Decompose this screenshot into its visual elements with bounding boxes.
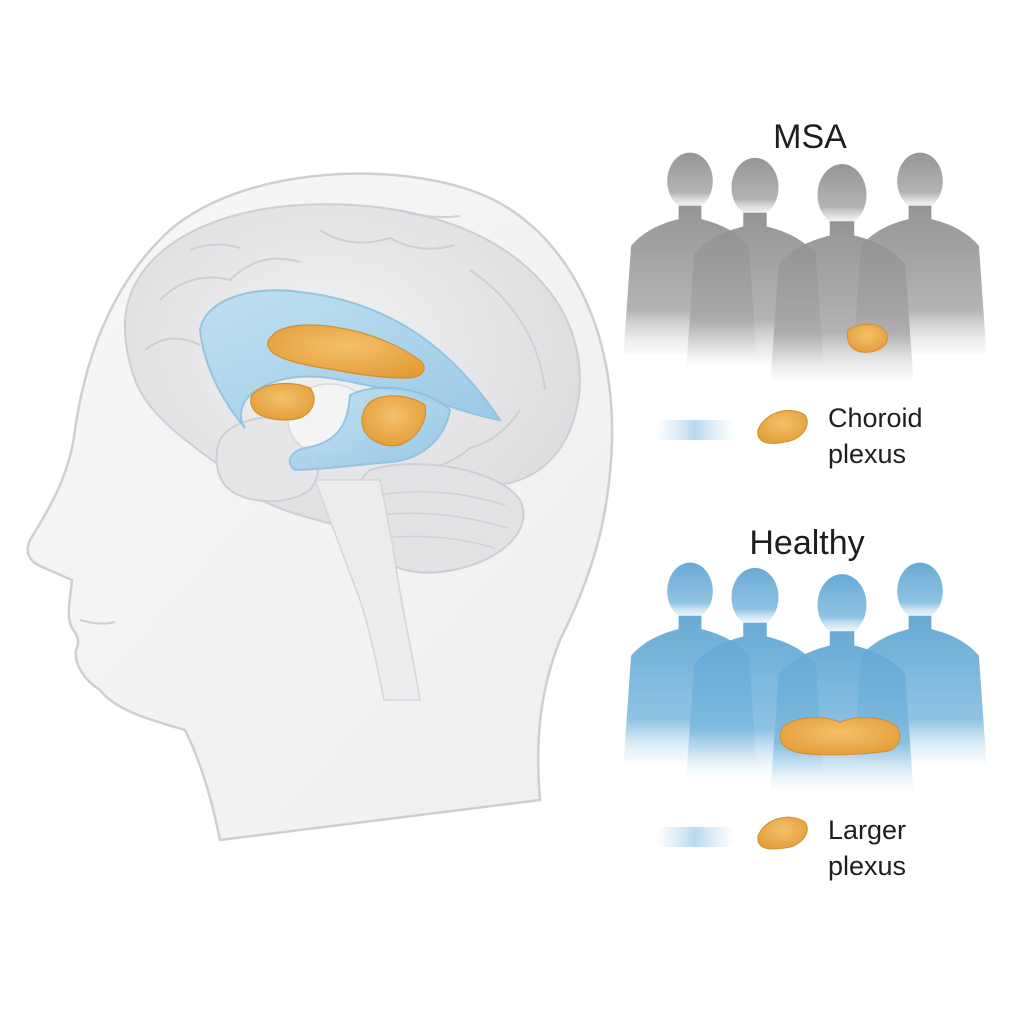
msa-legend-line2: plexus — [828, 439, 907, 469]
healthy-legend-line1: Larger — [828, 815, 907, 845]
healthy-group — [623, 562, 987, 791]
msa-legend-label: Choroid plexus — [828, 400, 988, 472]
healthy-legend-swatch-blue — [655, 827, 735, 847]
healthy-legend-label: Larger plexus — [828, 812, 988, 884]
healthy-legend-plexus-icon — [757, 816, 808, 850]
healthy-title: Healthy — [749, 524, 865, 562]
msa-legend-swatch-blue — [655, 420, 735, 440]
msa-group — [623, 152, 987, 381]
healthy-legend-line2: plexus — [828, 851, 907, 881]
msa-plexus-small — [846, 323, 888, 353]
msa-legend-line1: Choroid — [828, 403, 923, 433]
healthy-person-3 — [770, 574, 914, 791]
choroid-plexus-brain — [250, 324, 427, 447]
msa-person-3 — [770, 164, 914, 381]
healthy-plexus-large — [779, 717, 901, 756]
msa-title: MSA — [773, 118, 847, 156]
msa-legend-plexus-icon — [757, 410, 808, 444]
